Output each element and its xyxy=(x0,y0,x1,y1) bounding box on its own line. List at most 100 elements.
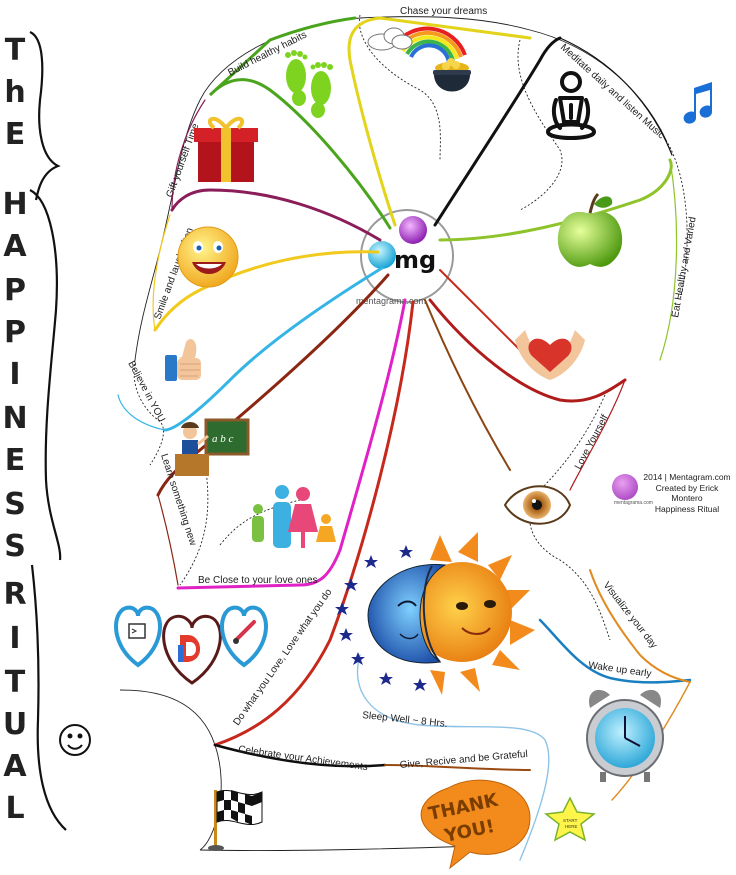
footprints-icon xyxy=(285,50,333,118)
brace-the xyxy=(29,30,61,201)
branch-close xyxy=(176,298,407,590)
inner-brain-right xyxy=(517,39,563,211)
title-letter: H xyxy=(2,187,28,222)
svg-text:a b c: a b c xyxy=(212,433,234,445)
label-sleep: Sleep Well ~ 8 Hrs. xyxy=(362,710,448,730)
center-hub: mg mentagrama.com xyxy=(356,209,454,306)
sun-moon-icon xyxy=(335,532,535,695)
branch-loveyourself-label-line xyxy=(569,379,626,491)
brace-happiness xyxy=(29,189,62,561)
label-visualize: Visualize your day xyxy=(601,580,660,651)
branch-learn-label-line xyxy=(157,494,179,586)
branch-visualize xyxy=(589,569,691,683)
branch-eye-strand xyxy=(424,299,511,471)
branch-meditate xyxy=(433,36,562,227)
alarm-clock-icon xyxy=(586,689,664,782)
branch-smile-label-line xyxy=(152,214,171,331)
title-letter: T xyxy=(4,665,26,700)
title-letter: S xyxy=(4,529,26,564)
title-letter: A xyxy=(3,229,27,264)
title-letter: U xyxy=(2,707,28,742)
hub-site: mentagrama.com xyxy=(356,296,426,306)
pot-of-gold-icon xyxy=(433,58,471,92)
meditation-icon xyxy=(546,71,596,140)
hands-heart-icon xyxy=(515,330,585,380)
checkered-flag-icon xyxy=(208,790,263,851)
label-celebrate: Celebrate your Achievements xyxy=(238,744,369,773)
title-letter: h xyxy=(4,75,26,110)
branch-chase xyxy=(347,16,532,227)
branches xyxy=(117,16,692,861)
branch-celebrate xyxy=(213,743,387,768)
app-hearts-icon xyxy=(114,605,268,685)
label-chase: Chase your dreams xyxy=(400,6,487,17)
apple-icon xyxy=(557,192,623,267)
label-wake: Wake up early xyxy=(588,660,652,680)
cloud-icon xyxy=(367,27,413,51)
smiley-face-doodle xyxy=(59,724,91,756)
hub-logo: mg xyxy=(394,246,436,274)
sun-face xyxy=(412,562,512,662)
title-letter: R xyxy=(3,577,27,612)
credit-line-2: Created by Erick xyxy=(655,482,719,493)
svg-text:START: START xyxy=(563,818,578,823)
credit-line-1: 2014 | Mentagram.com xyxy=(643,472,731,482)
stars xyxy=(335,545,427,691)
title-letter: L xyxy=(5,791,25,826)
label-eat: Eat Healthy and Varied xyxy=(670,216,699,318)
branch-learn xyxy=(156,273,390,497)
credit-box: mentagrama.com 2014 | Mentagram.com Crea… xyxy=(612,472,734,515)
branch-gift xyxy=(170,188,382,242)
brace-ritual xyxy=(30,564,67,831)
branch-sleep xyxy=(356,654,550,861)
branch-gift-label-line xyxy=(171,99,206,211)
branch-believe xyxy=(163,266,384,432)
title-letter: P xyxy=(4,273,26,308)
title-letter: A xyxy=(3,749,27,784)
title-braces xyxy=(29,30,67,831)
branch-eye-strand-2 xyxy=(439,269,521,351)
eye-icon xyxy=(503,485,572,525)
inner-brain-contour xyxy=(358,14,441,161)
head-back-contour xyxy=(665,139,688,301)
start-here-star: START HERE xyxy=(544,796,596,842)
moon-face xyxy=(367,563,447,664)
music-note-icon xyxy=(683,82,712,124)
neck-contour xyxy=(529,394,611,641)
teacher-icon: a b c xyxy=(175,418,250,476)
title-letter: P xyxy=(4,315,26,350)
title-letter: E xyxy=(4,443,26,478)
label-believe: Believe in YOU xyxy=(125,359,166,424)
sun-rays xyxy=(430,532,535,695)
title-letter: S xyxy=(4,487,26,522)
hub-blue-orb xyxy=(368,241,396,269)
hub-ring xyxy=(360,209,454,303)
heart-brush-icon xyxy=(220,605,268,668)
title-letter: I xyxy=(9,357,21,392)
branch-wake xyxy=(538,618,692,684)
svg-text:HERE: HERE xyxy=(565,824,578,829)
branch-meditate-label-line xyxy=(559,37,673,156)
title-letter: E xyxy=(4,117,26,152)
lower-face-dotted xyxy=(219,499,301,546)
gift-box-icon xyxy=(194,116,258,182)
illustrations: a b c xyxy=(59,26,712,870)
credit-line-4: Happiness Ritual xyxy=(654,503,720,514)
title-letter: N xyxy=(2,401,28,436)
branch-eat-label-line xyxy=(659,159,678,361)
title-letter: T xyxy=(4,33,26,68)
family-icon xyxy=(252,485,336,548)
branch-loveyourself xyxy=(428,298,627,403)
branch-eat xyxy=(438,158,673,242)
label-close: Be Close to your love ones xyxy=(198,575,318,586)
logo-caption: mentagrama.com xyxy=(614,500,653,506)
mentagram-logo-icon xyxy=(612,474,638,500)
thumbs-up-icon xyxy=(165,338,201,381)
hub-purple-orb xyxy=(399,216,427,244)
branch-believe-label-line xyxy=(117,394,166,431)
thank-you-bubble: THANK YOU! xyxy=(420,779,531,870)
smiley-icon xyxy=(177,226,239,288)
title-letter: I xyxy=(9,621,21,656)
credit-line-3: Montero xyxy=(671,493,703,504)
